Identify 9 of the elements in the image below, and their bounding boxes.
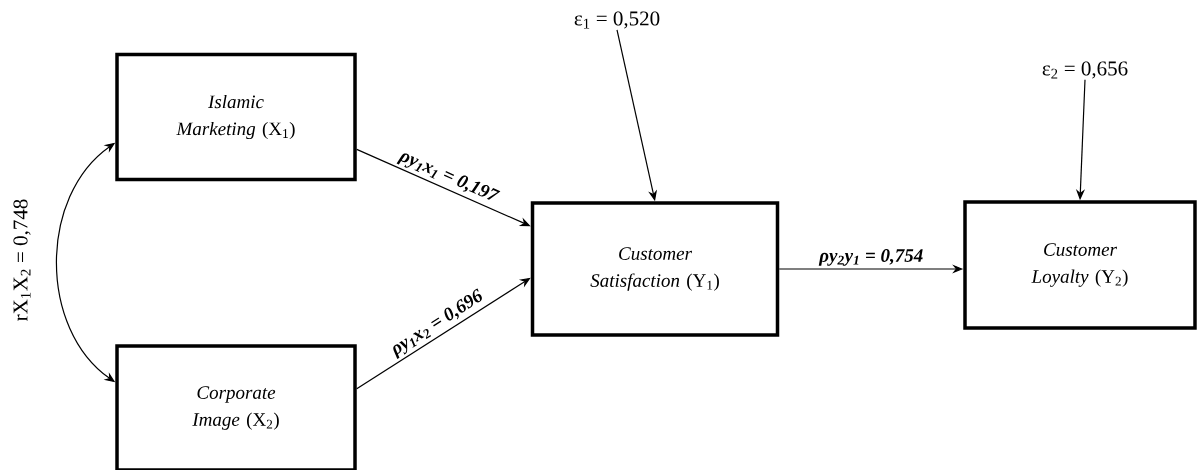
error-term-label: ε$_{1}$ = 0,520: [574, 11, 660, 29]
variable-box: Customer Loyalty (Y$_{2}$): [963, 200, 1197, 330]
variable-box: Customer Satisfaction (Y$_{1}$): [530, 201, 780, 337]
variable-box: Corporate Image (X$_{2}$): [115, 344, 357, 470]
error-term-label: ε$_{2}$ = 0,656: [1042, 61, 1128, 79]
edge-label: ρy$_{1}$x$_{1}$ = 0,197: [396, 153, 501, 200]
edge-label: rX$_{1}$X$_{2}$ = 0,748: [13, 199, 31, 321]
variable-box: Islamic Marketing (X$_{1}$): [115, 52, 357, 182]
edge-label: ρy$_{2}$y$_{1}$ = 0,754: [818, 249, 923, 266]
